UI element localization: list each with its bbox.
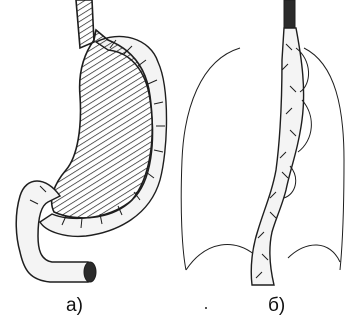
- panel-b-thorax: [181, 0, 344, 309]
- small-dot: [205, 307, 207, 309]
- panel-b-caption: б): [268, 296, 285, 315]
- esophagus-a: [76, 0, 94, 48]
- thorax-outline: [181, 48, 240, 270]
- gastric-tube: [251, 28, 303, 285]
- panel-a-caption: а): [66, 296, 83, 315]
- duodenum-end: [84, 262, 96, 282]
- thorax-outline-right: [304, 48, 344, 270]
- esophagus-b: [284, 0, 295, 30]
- panel-a-stomach: [16, 0, 166, 282]
